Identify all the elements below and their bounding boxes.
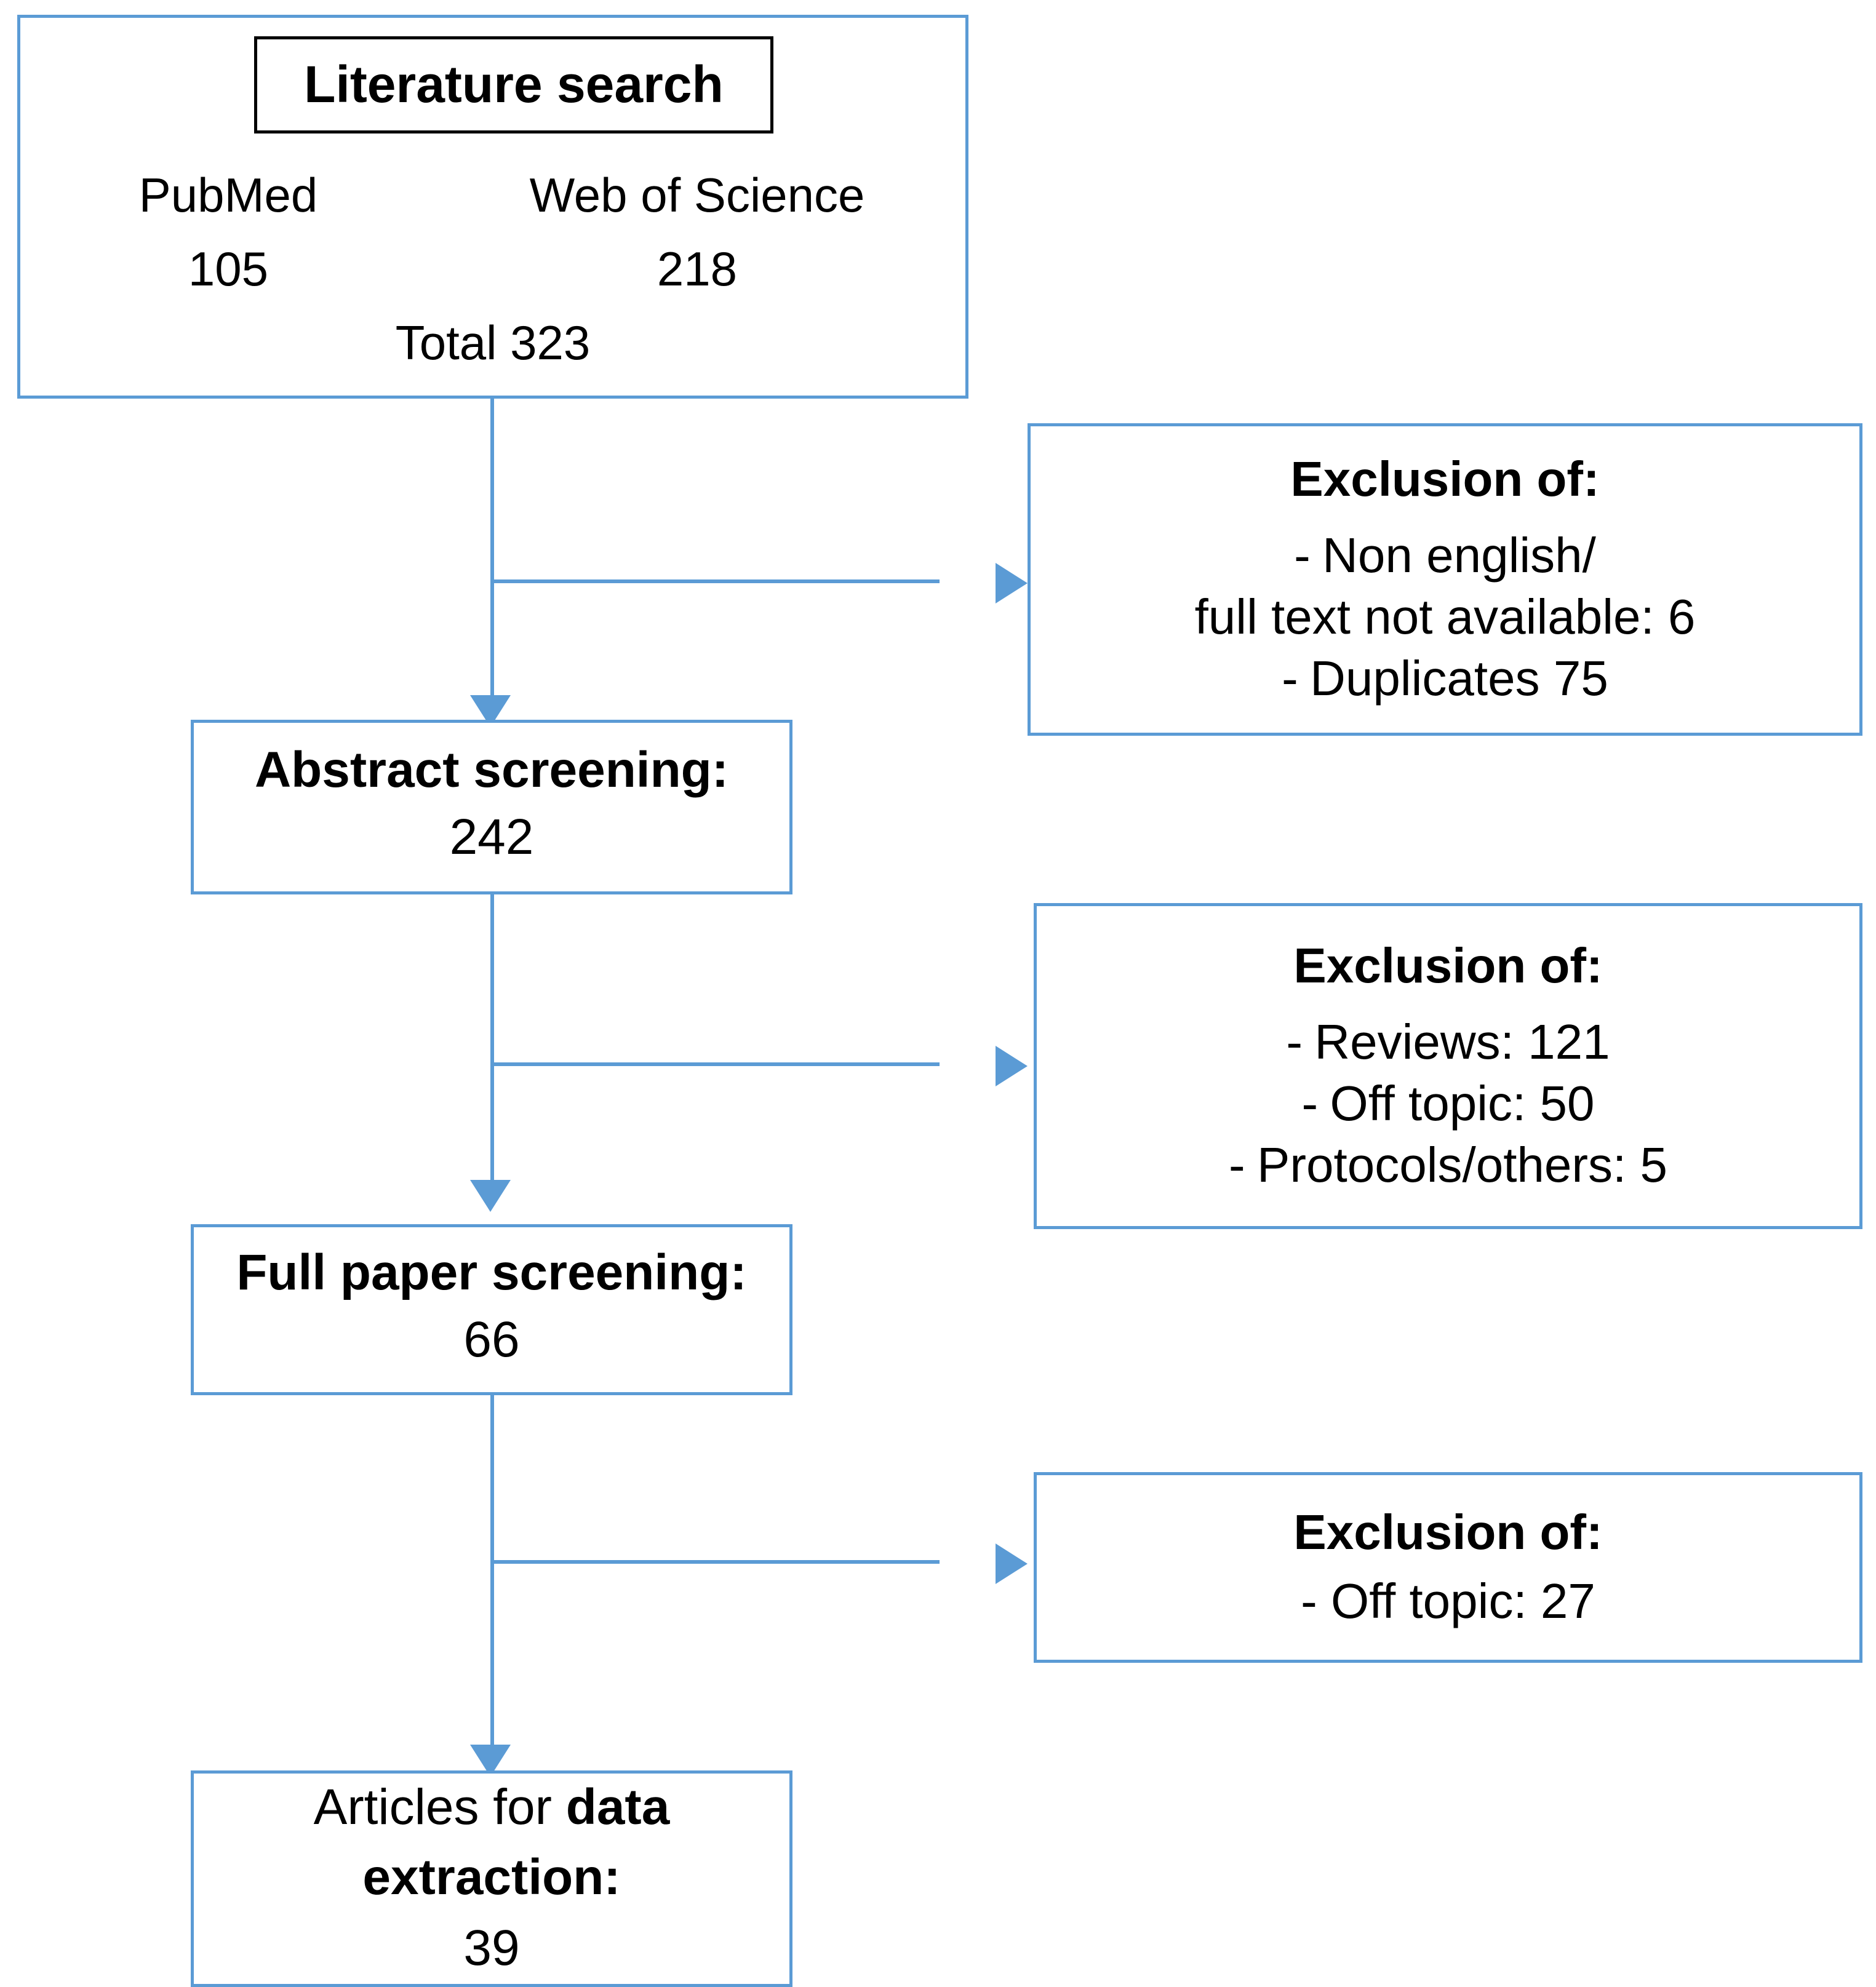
connector-fullpaper-to-exclusion3-line <box>490 1560 940 1564</box>
stage-box-abstract-screening: Abstract screening: 242 <box>191 720 792 894</box>
exclusion-2-item-2: - Protocols/others: 5 <box>1229 1134 1667 1196</box>
stage-final-line-1-regular: Articles for <box>313 1779 566 1836</box>
connector-abstract-to-fullpaper-line <box>490 894 494 1184</box>
exclusion-2-item-0-text: Reviews: 121 <box>1314 1014 1610 1069</box>
stage-final-count: 39 <box>463 1919 520 1976</box>
exclusion-2-item-1-dash: - <box>1301 1076 1319 1131</box>
exclusion-2-item-2-text: Protocols/others: 5 <box>1257 1137 1667 1192</box>
connector-abstract-to-exclusion2-line <box>490 1062 940 1066</box>
stage-box-full-paper-screening: Full paper screening: 66 <box>191 1224 792 1395</box>
exclusion-2-item-0: - Reviews: 121 <box>1286 1011 1610 1073</box>
exclusion-1-item-0: - Non english/ <box>1294 525 1596 586</box>
source-pubmed-count: 105 <box>188 242 269 296</box>
literature-search-title: Literature search <box>304 55 724 114</box>
exclusion-box-2: Exclusion of: - Reviews: 121 - Off topic… <box>1034 903 1862 1229</box>
stage-box-articles-for-data-extraction: Articles for data extraction: 39 <box>191 1770 792 1987</box>
exclusion-box-1: Exclusion of: - Non english/ full text n… <box>1028 423 1862 736</box>
stage-final-line-1-bold: data <box>565 1779 670 1836</box>
exclusion-3-heading: Exclusion of: <box>1293 1505 1603 1559</box>
exclusion-1-item-0-dash: - <box>1294 528 1311 583</box>
stage-final-line-2: extraction: <box>362 1849 621 1905</box>
exclusion-1-item-1-text: full text not available: 6 <box>1194 589 1696 644</box>
source-total: Total 323 <box>395 316 591 370</box>
exclusion-1-item-2-dash: - <box>1282 651 1298 706</box>
literature-search-title-box: Literature search <box>254 36 773 133</box>
literature-search-box: Literature search PubMed 105 Web of Scie… <box>17 15 968 399</box>
connector-search-to-exclusion1-line <box>490 579 940 583</box>
exclusion-3-item-0-text: - Off topic: 27 <box>1301 1574 1595 1628</box>
connector-search-to-abstract-line <box>490 399 494 699</box>
exclusion-2-item-1-text: Off topic: 50 <box>1330 1076 1595 1131</box>
stage-final-line-1: Articles for data <box>314 1772 670 1842</box>
stage-abstract-title: Abstract screening: <box>254 742 729 798</box>
stage-abstract-count: 242 <box>449 808 534 865</box>
exclusion-2-item-2-dash: - <box>1229 1137 1245 1192</box>
exclusion-1-item-0-text: Non english/ <box>1322 528 1596 583</box>
connector-search-to-exclusion1-arrow <box>996 563 1028 603</box>
connector-abstract-to-fullpaper-arrow <box>470 1180 511 1212</box>
source-wos-count: 218 <box>657 242 738 296</box>
exclusion-2-item-0-dash: - <box>1286 1014 1303 1069</box>
connector-abstract-to-exclusion2-arrow <box>996 1046 1028 1086</box>
exclusion-1-item-1: full text not available: 6 <box>1195 586 1696 648</box>
source-wos-name: Web of Science <box>529 168 865 222</box>
exclusion-2-item-1: - Off topic: 50 <box>1302 1073 1595 1134</box>
exclusion-1-item-2: - Duplicates 75 <box>1282 648 1608 709</box>
exclusion-2-heading: Exclusion of: <box>1293 938 1603 993</box>
connector-fullpaper-to-final-line <box>490 1395 494 1748</box>
exclusion-1-heading: Exclusion of: <box>1290 452 1600 506</box>
exclusion-1-item-2-text: Duplicates 75 <box>1310 651 1608 706</box>
exclusion-box-3: Exclusion of: - Off topic: 27 <box>1034 1472 1862 1663</box>
stage-fullpaper-count: 66 <box>463 1311 520 1368</box>
stage-fullpaper-title: Full paper screening: <box>236 1244 747 1301</box>
source-pubmed-name: PubMed <box>138 168 318 222</box>
connector-fullpaper-to-exclusion3-arrow <box>996 1543 1028 1584</box>
